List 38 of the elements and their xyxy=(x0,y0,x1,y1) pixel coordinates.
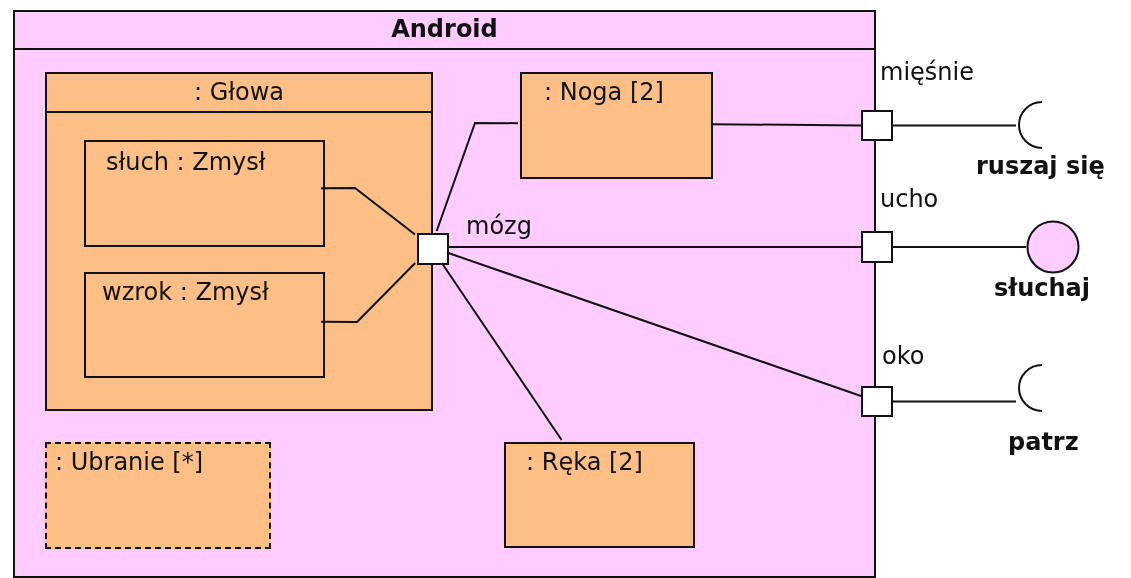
connector-line xyxy=(892,246,1027,248)
part-box xyxy=(45,442,271,549)
part-label: : Ubranie [*] xyxy=(55,450,204,474)
connector-line xyxy=(710,123,862,127)
part-frame xyxy=(45,72,433,411)
port-label: mięśnie xyxy=(880,60,974,84)
required-interface-socket xyxy=(1016,101,1042,149)
port-square xyxy=(417,233,449,265)
part-box xyxy=(84,272,325,378)
part-box xyxy=(520,72,713,179)
provided-interface-circle xyxy=(1026,220,1080,274)
port-label: mózg xyxy=(466,214,532,238)
part-label: wzrok : Zmysł xyxy=(102,280,269,304)
port-square xyxy=(861,110,893,141)
connector-line xyxy=(892,400,1017,403)
part-box xyxy=(504,442,695,548)
port-label: oko xyxy=(882,344,925,368)
connector-line xyxy=(892,124,1017,127)
connector-line xyxy=(320,262,417,323)
connector-line xyxy=(446,251,862,397)
part-title: : Głowa xyxy=(192,79,286,104)
part-label: : Noga [2] xyxy=(544,80,664,104)
connector-line xyxy=(440,262,563,441)
port-square xyxy=(861,231,893,263)
connector-line xyxy=(320,187,416,236)
interface-label: słuchaj xyxy=(994,276,1090,300)
port-square xyxy=(861,386,893,417)
port-label: ucho xyxy=(880,187,939,211)
part-box xyxy=(84,140,325,247)
part-label: : Ręka [2] xyxy=(526,450,643,474)
interface-label: ruszaj się xyxy=(976,154,1105,178)
part-label: słuch : Zmysł xyxy=(106,150,266,174)
component-title: Android xyxy=(390,17,499,41)
connector-line xyxy=(435,122,519,232)
component-frame xyxy=(13,10,876,578)
interface-label: patrz xyxy=(1008,430,1079,454)
connector-line xyxy=(446,246,862,248)
required-interface-socket xyxy=(1016,364,1042,412)
